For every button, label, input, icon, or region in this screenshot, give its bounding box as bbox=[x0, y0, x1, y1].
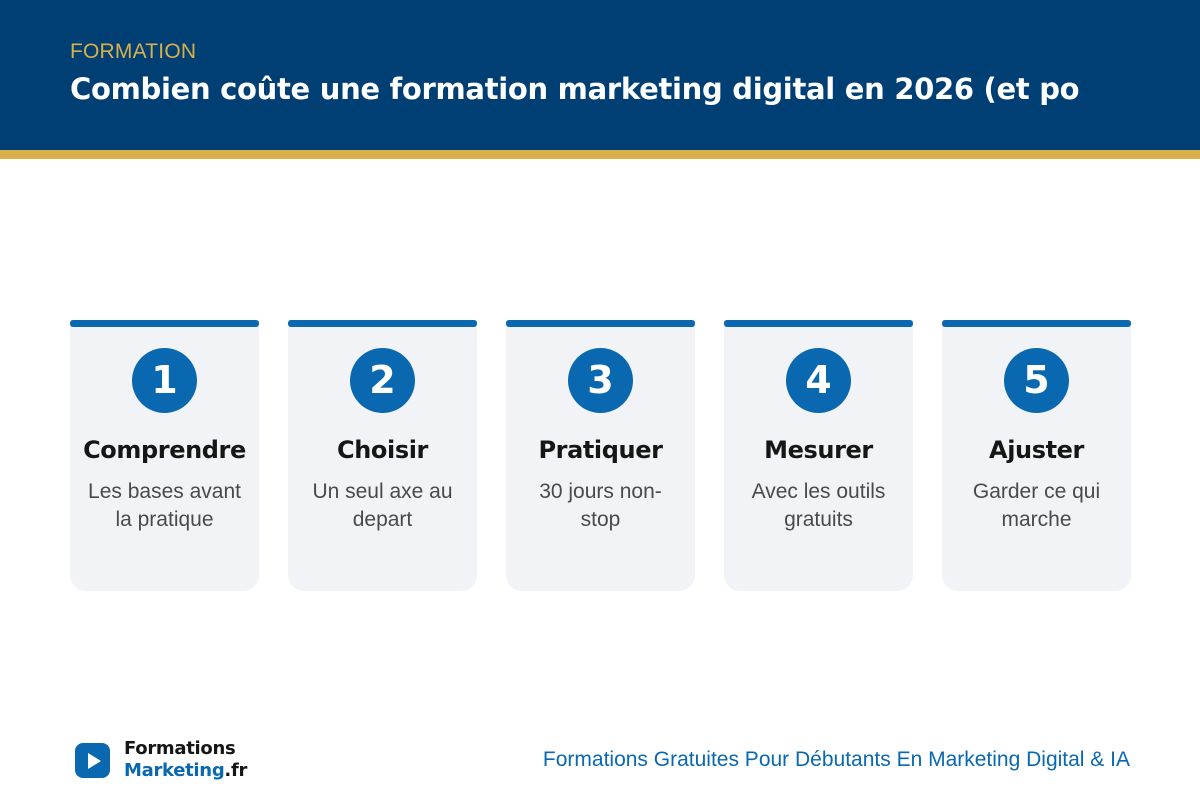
step-title: Choisir bbox=[337, 436, 428, 464]
header-banner bbox=[0, 0, 1200, 150]
step-card-top-bar bbox=[288, 320, 477, 327]
site-logo[interactable]: Formations Marketing.fr bbox=[75, 738, 275, 786]
step-card-4: 4 Mesurer Avec les outils gratuits bbox=[724, 320, 913, 591]
step-card-3: 3 Pratiquer 30 jours non-stop bbox=[506, 320, 695, 591]
step-description: Avec les outils gratuits bbox=[751, 480, 886, 531]
logo-tld: .fr bbox=[224, 760, 248, 781]
step-card-top-bar bbox=[942, 320, 1131, 327]
page-title: Combien coûte une formation marketing di… bbox=[70, 72, 1080, 106]
logo-word: Marketing bbox=[124, 760, 225, 781]
step-card-top-bar bbox=[70, 320, 259, 327]
step-card-1: 1 Comprendre Les bases avant la pratique bbox=[70, 320, 259, 591]
step-number-badge: 3 bbox=[568, 348, 633, 413]
step-description: Un seul axe au depart bbox=[312, 480, 453, 531]
step-number-badge: 4 bbox=[786, 348, 851, 413]
logo-text-line1: Formations bbox=[124, 738, 236, 759]
step-description: Garder ce qui marche bbox=[972, 480, 1101, 531]
step-number-badge: 5 bbox=[1004, 348, 1069, 413]
step-title: Pratiquer bbox=[538, 436, 663, 464]
step-description: Les bases avant la pratique bbox=[88, 480, 241, 531]
step-card-2: 2 Choisir Un seul axe au depart bbox=[288, 320, 477, 591]
step-card-5: 5 Ajuster Garder ce qui marche bbox=[942, 320, 1131, 591]
play-triangle bbox=[88, 753, 101, 769]
logo-text-line2: Marketing.fr bbox=[124, 760, 247, 781]
step-title: Ajuster bbox=[989, 436, 1084, 464]
step-card-top-bar bbox=[724, 320, 913, 327]
play-icon bbox=[75, 743, 110, 778]
header-accent-stripe bbox=[0, 150, 1200, 159]
step-number-badge: 2 bbox=[350, 348, 415, 413]
steps-row: 1 Comprendre Les bases avant la pratique… bbox=[70, 320, 1132, 592]
step-description: 30 jours non-stop bbox=[539, 480, 662, 531]
step-title: Mesurer bbox=[764, 436, 873, 464]
step-title: Comprendre bbox=[83, 436, 246, 464]
step-card-top-bar bbox=[506, 320, 695, 327]
step-number-badge: 1 bbox=[132, 348, 197, 413]
footer-tagline: Formations Gratuites Pour Débutants En M… bbox=[542, 748, 1130, 771]
category-label: FORMATION bbox=[70, 40, 197, 63]
